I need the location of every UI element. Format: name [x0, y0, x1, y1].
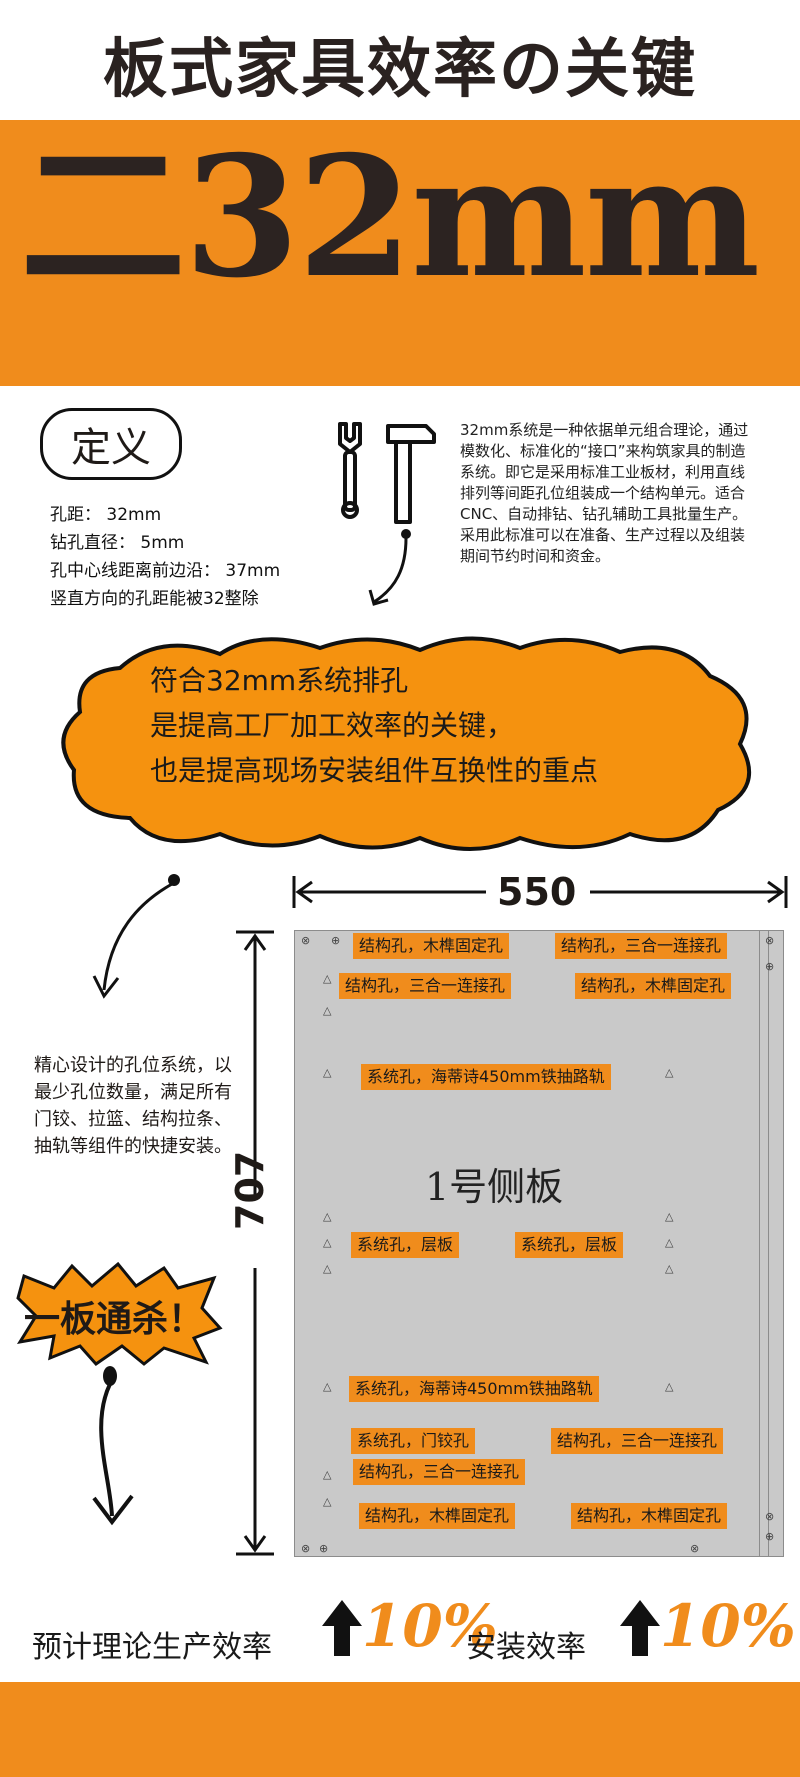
hole-mark-icon: △ [323, 1262, 332, 1275]
hole-tag: 结构孔，木榫固定孔 [353, 933, 510, 959]
hole-tag: 结构孔，三合一连接孔 [551, 1428, 724, 1454]
definition-line: 钻孔直径： 5mm [50, 533, 185, 553]
hole-mark-icon: ⊕ [331, 934, 341, 947]
hole-tag: 系统孔，层板 [515, 1232, 624, 1258]
production-efficiency-value: 10% [362, 1592, 498, 1660]
hole-tag: 结构孔，木榫固定孔 [575, 973, 732, 999]
arrow-icon [368, 529, 411, 606]
hole-tag: 结构孔，木榫固定孔 [571, 1503, 728, 1529]
hole-tag: 结构孔，三合一连接孔 [339, 973, 512, 999]
footer-band [0, 1682, 800, 1777]
hole-tag: 系统孔，海蒂诗450mm铁抽路轨 [361, 1064, 611, 1090]
hole-mark-icon: △ [323, 1236, 332, 1249]
hole-mark-icon: △ [665, 1380, 674, 1393]
hole-tag: 系统孔，层板 [351, 1232, 460, 1258]
height-dimension [236, 930, 274, 1556]
hole-mark-icon: △ [323, 1210, 332, 1223]
tools-icon [338, 422, 436, 524]
hole-mark-icon: △ [323, 1380, 332, 1393]
definition-line: 竖直方向的孔距能被32整除 [50, 589, 259, 609]
cloud-line: 是提高工厂加工效率的关键， [150, 709, 515, 742]
hole-mark-icon: △ [323, 972, 332, 985]
up-arrow-icon [322, 1600, 362, 1656]
install-efficiency-label: 安装效率 [466, 1630, 586, 1665]
hole-mark-icon: ⊗ [690, 1542, 700, 1555]
badge-burst [16, 1261, 223, 1366]
definition-label: 定义 [40, 408, 182, 480]
hole-tag: 系统孔，门铰孔 [351, 1428, 476, 1454]
hole-mark-icon: △ [665, 1236, 674, 1249]
hole-mark-icon: ⊕ [765, 1530, 775, 1543]
side-note: 精心设计的孔位系统，以最少孔位数量，满足所有门铰、拉篮、结构拉条、抽轨等组件的快… [34, 1055, 232, 1157]
page-title: 板式家具效率の关键 [103, 32, 697, 107]
hole-mark-icon: ⊗ [301, 1542, 311, 1555]
cloud-line: 符合32mm系统排孔 [150, 664, 409, 697]
up-arrow-icon [620, 1600, 660, 1656]
hole-mark-icon: ⊗ [301, 934, 311, 947]
cloud-line: 也是提高现场安装组件互换性的重点 [150, 754, 599, 787]
hole-mark-icon: ⊗ [765, 1510, 775, 1523]
panel-title: 1号侧板 [425, 1165, 564, 1209]
install-efficiency-value: 10% [660, 1592, 796, 1660]
width-label: 550 [497, 870, 577, 914]
badge-text: 一板通杀！ [24, 1299, 205, 1340]
hero-band [0, 120, 800, 386]
height-label: 707 [228, 1150, 272, 1230]
width-dimension [292, 876, 788, 908]
hole-mark-icon: △ [323, 1066, 332, 1079]
arrow-icon [92, 874, 180, 999]
definition-line: 孔中心线距离前边沿： 37mm [50, 561, 281, 581]
hero-value: 二32mm [20, 120, 760, 315]
hole-tag: 系统孔，海蒂诗450mm铁抽路轨 [349, 1376, 599, 1402]
hole-mark-icon: ⊗ [765, 934, 775, 947]
cloud-bubble [61, 636, 751, 851]
hole-mark-icon: △ [323, 1495, 332, 1508]
hole-mark-icon: △ [665, 1210, 674, 1223]
hole-mark-icon: △ [665, 1066, 674, 1079]
hole-mark-icon: ⊕ [765, 960, 775, 973]
hole-mark-icon: △ [323, 1468, 332, 1481]
hole-mark-icon: △ [665, 1262, 674, 1275]
hole-tag: 结构孔，三合一连接孔 [555, 933, 728, 959]
hole-mark-icon: ⊕ [319, 1542, 329, 1555]
side-panel: 结构孔，木榫固定孔 结构孔，三合一连接孔 结构孔，三合一连接孔 结构孔，木榫固定… [294, 930, 784, 1557]
definition-line: 孔距： 32mm [50, 505, 162, 525]
hole-tag: 结构孔，三合一连接孔 [353, 1459, 526, 1485]
system-description: 32mm系统是一种依据单元组合理论，通过模数化、标准化的“接口”来构筑家具的制造… [460, 421, 749, 565]
hole-mark-icon: △ [323, 1004, 332, 1017]
panel-groove [759, 931, 769, 1556]
arrow-icon [92, 1366, 134, 1526]
hole-tag: 结构孔，木榫固定孔 [359, 1503, 516, 1529]
production-efficiency-label: 预计理论生产效率 [32, 1630, 272, 1665]
